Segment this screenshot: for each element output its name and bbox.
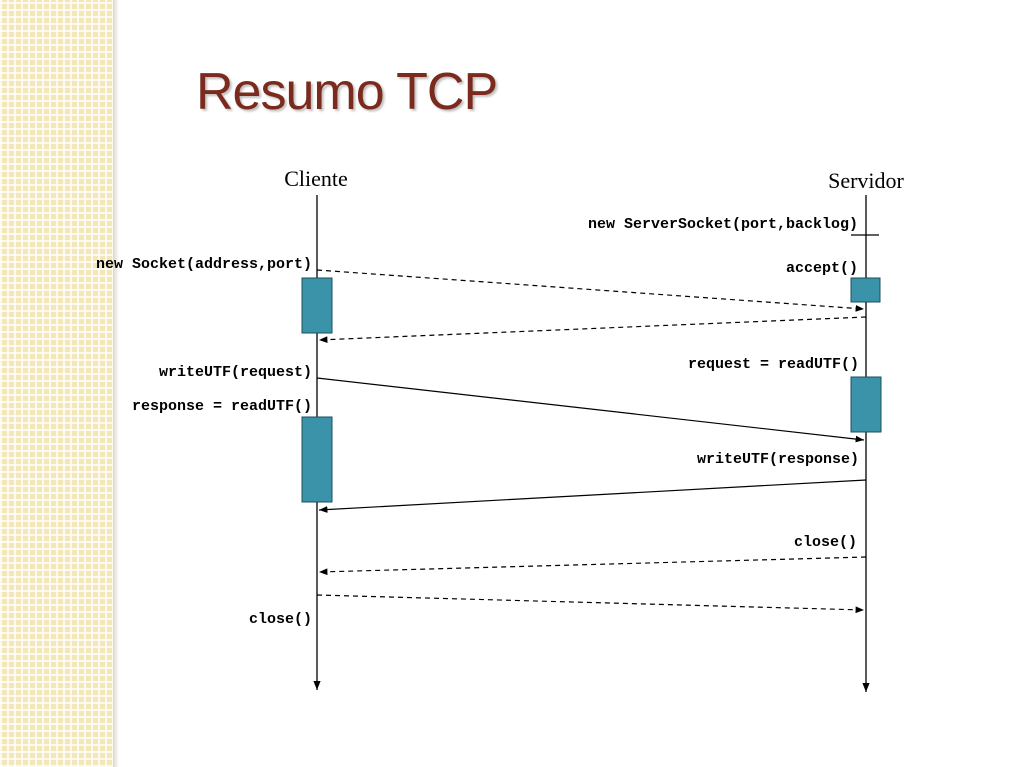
connect-ack-arrow bbox=[318, 316, 867, 344]
client-write-call-label: writeUTF(request) bbox=[159, 364, 312, 381]
server-actor-label: Servidor bbox=[828, 168, 904, 193]
socket-call-label: new Socket(address,port) bbox=[96, 256, 312, 273]
server-socket-call-label: new ServerSocket(port,backlog) bbox=[588, 216, 858, 233]
connect-request-arrow bbox=[316, 269, 865, 312]
client-close-call-label: close() bbox=[249, 611, 312, 628]
accept-call-label: accept() bbox=[786, 260, 858, 277]
server-activation-accept bbox=[850, 277, 881, 303]
server-read-call-label: request = readUTF() bbox=[688, 356, 859, 373]
server-close-arrow bbox=[318, 556, 867, 576]
decorative-sidebar-strip bbox=[0, 0, 113, 767]
slide-title: Resumo TCP bbox=[196, 63, 498, 121]
client-activation-connect bbox=[301, 277, 333, 334]
server-activation-read bbox=[850, 376, 882, 433]
response-message-arrow bbox=[318, 479, 867, 513]
client-close-arrow bbox=[316, 594, 865, 614]
server-write-call-label: writeUTF(response) bbox=[697, 451, 859, 468]
client-actor-label: Cliente bbox=[284, 166, 348, 191]
client-activation-read bbox=[301, 416, 333, 503]
client-read-call-label: response = readUTF() bbox=[132, 398, 312, 415]
request-message-arrow bbox=[316, 377, 865, 443]
server-close-call-label: close() bbox=[794, 534, 857, 551]
sidebar-strip-shadow bbox=[113, 0, 119, 767]
